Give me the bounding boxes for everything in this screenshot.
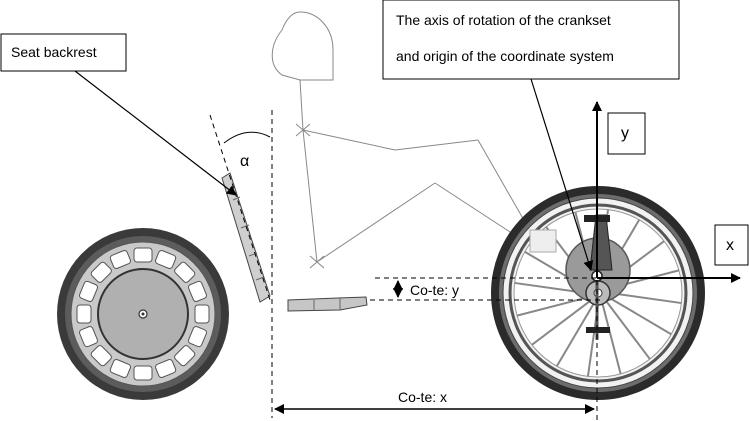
coordinate-axes xyxy=(592,101,741,283)
front-wheel-hole xyxy=(174,345,196,367)
front-wheel-hole xyxy=(90,345,112,367)
rider-hip-mark xyxy=(309,255,325,269)
x-axis-label-box: x xyxy=(714,224,749,266)
x-axis-label: x xyxy=(726,237,734,254)
front-wheel-hole xyxy=(155,359,177,378)
seat-backrest-callout: Seat backrest xyxy=(0,33,237,196)
front-wheel-hole xyxy=(79,280,98,302)
front-wheel-holes xyxy=(76,247,210,381)
drive-wheel-spoke xyxy=(555,303,595,367)
front-wheel-hole xyxy=(76,304,92,324)
rider-figure xyxy=(271,11,531,269)
seat-backrest xyxy=(221,172,271,303)
rider-head xyxy=(271,11,334,81)
y-axis-label-box: y xyxy=(607,112,646,155)
drive-wheel-spoke xyxy=(601,303,622,375)
alpha-label: α xyxy=(240,153,249,170)
drive-wheel-spoke xyxy=(531,300,591,346)
front-wheel-hole xyxy=(133,247,153,263)
front-wheel-hole xyxy=(188,280,207,302)
cote-y-label: Co-te: y xyxy=(410,282,459,298)
front-wheel-hole xyxy=(194,304,210,324)
y-axis-label: y xyxy=(621,125,629,142)
drive-wheel-spoke xyxy=(516,296,588,317)
reference-lines xyxy=(209,110,600,420)
alpha-arc xyxy=(223,131,271,144)
front-wheel-hole xyxy=(79,326,98,348)
front-wheel-hole xyxy=(188,326,207,348)
rider-shoulder-mark xyxy=(295,123,311,137)
front-wheel-hole xyxy=(90,261,112,283)
front-wheel xyxy=(57,228,229,400)
front-wheel-hole xyxy=(133,365,153,381)
seat-backrest-label: Seat backrest xyxy=(11,44,97,60)
front-wheel-hole xyxy=(109,250,131,269)
front-wheel-hole xyxy=(109,359,131,378)
drive-wheel-spoke xyxy=(609,292,682,305)
seat-base xyxy=(287,296,368,312)
drive-wheel-spoke xyxy=(608,296,672,336)
crank-axis-label-line2: and origin of the coordinate system xyxy=(396,48,614,64)
drive-wheel-spoke xyxy=(605,300,651,360)
front-wheel-hole xyxy=(155,250,177,269)
cote-x-label: Co-te: x xyxy=(398,389,447,405)
front-wheel-hole xyxy=(174,261,196,283)
crank-axis-callout: The axis of rotation of the crankset and… xyxy=(382,0,680,271)
crank-axis-label-line1: The axis of rotation of the crankset xyxy=(396,12,611,28)
